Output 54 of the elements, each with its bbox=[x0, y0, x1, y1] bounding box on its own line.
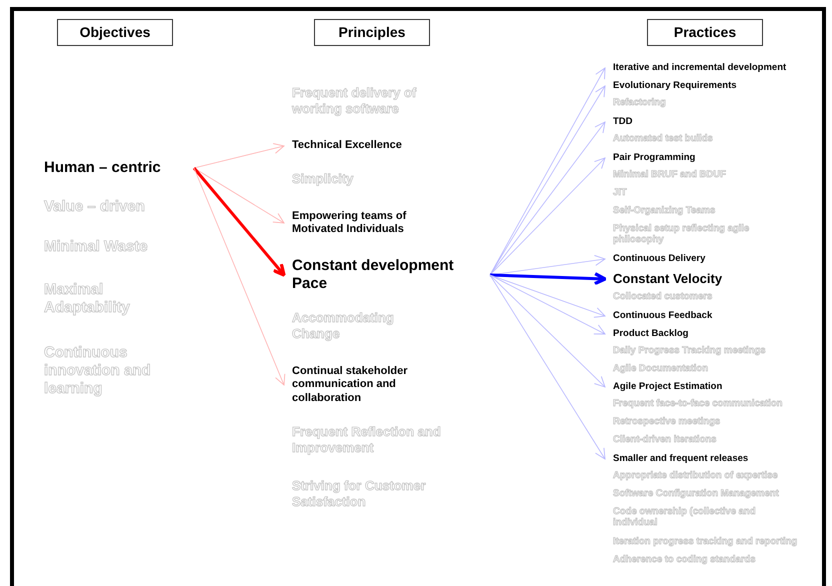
faded-text: Maximal Adaptability bbox=[44, 281, 132, 317]
arrow bbox=[490, 274, 606, 318]
faded-text: Appropriate distribution of expertise bbox=[613, 470, 779, 482]
node-text: Pair Programming bbox=[613, 151, 813, 165]
arrow bbox=[194, 143, 284, 168]
faded-text: Code ownership (collective and individual bbox=[613, 506, 757, 529]
faded-text: Frequent Reflection and Improvement bbox=[292, 424, 442, 456]
faded-text: Automated test builds bbox=[613, 133, 714, 144]
faded-text: Simplicity bbox=[292, 171, 355, 187]
faded-text: Striving for Customer Satisfaction bbox=[292, 478, 427, 510]
faded-text: Accommodating Change bbox=[292, 310, 395, 342]
node-text: Evolutionary Requirements bbox=[613, 79, 813, 93]
faded-text: Refactoring bbox=[613, 97, 667, 108]
node-text: Continuous Delivery bbox=[613, 252, 813, 266]
arrow bbox=[490, 274, 606, 460]
arrow bbox=[490, 274, 606, 388]
arrow bbox=[194, 168, 286, 386]
node-text: Empowering teams of Motivated Individuals bbox=[292, 205, 442, 241]
arrow bbox=[490, 272, 607, 286]
faded-text: Collocated customers bbox=[613, 291, 714, 302]
node-text: Constant Velocity bbox=[613, 270, 813, 288]
node-text: Agile Project Estimation bbox=[613, 380, 813, 394]
faded-text: Continuous innovation and learning bbox=[44, 344, 152, 398]
node-text: TDD bbox=[613, 115, 813, 129]
faded-text: Iteration progress tracking and reporting bbox=[613, 536, 798, 548]
column-header: Principles bbox=[314, 19, 430, 46]
node-text: Continual stakeholder communication and collaboration bbox=[292, 363, 442, 407]
node-text: Smaller and frequent releases bbox=[613, 452, 813, 466]
faded-text: Value – driven bbox=[44, 198, 146, 216]
faded-text: Physical setup reflecting agile philosophy bbox=[613, 223, 750, 246]
faded-text: Client-driven iterations bbox=[613, 434, 718, 446]
node-text: Constant development Pace bbox=[292, 256, 490, 294]
faded-text: Daily Progress Tracking meetings bbox=[613, 345, 767, 356]
node-text: Continuous Feedback bbox=[613, 309, 813, 323]
faded-text: Minimal BRUF and BDUF bbox=[613, 169, 727, 180]
faded-text: Adherence to coding standards bbox=[613, 554, 757, 566]
faded-text: Agile Documentation bbox=[613, 363, 710, 374]
arrow bbox=[192, 167, 286, 277]
faded-text: Frequent delivery of working software bbox=[292, 85, 418, 116]
faded-text: JIT bbox=[613, 187, 628, 198]
column-header: Practices bbox=[647, 19, 763, 46]
node-text: Human – centric bbox=[44, 157, 194, 179]
faded-text: Minimal Waste bbox=[44, 238, 149, 256]
node-text: Iterative and incremental development bbox=[613, 61, 828, 75]
arrow bbox=[490, 158, 606, 276]
arrow bbox=[490, 122, 606, 276]
arrow bbox=[490, 274, 606, 334]
node-text: Product Backlog bbox=[613, 327, 813, 341]
node-text: Technical Excellence bbox=[292, 137, 452, 155]
faded-text: Self-Organizing Teams bbox=[613, 205, 716, 216]
faded-text: Retrospective meetings bbox=[613, 416, 722, 428]
faded-text: Software Configuration Management bbox=[613, 488, 780, 500]
column-header: Objectives bbox=[57, 19, 173, 46]
faded-text: Frequent face-to-face communication bbox=[613, 398, 784, 410]
